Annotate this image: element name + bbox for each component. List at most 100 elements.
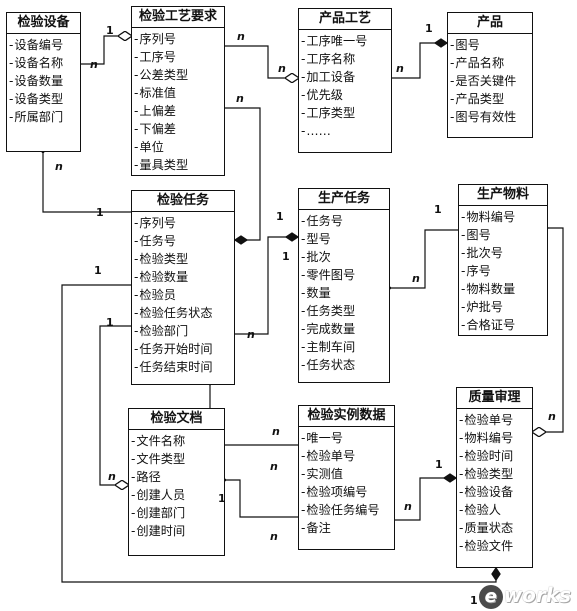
mult-label: n [270,530,278,543]
attr-list: 唯一号 检验单号 实测值 检验项编号 检验任务编号 备注 [299,427,394,537]
attr: 检验类型 [457,465,532,483]
attr: 量具类型 [132,156,224,174]
attr: 质量状态 [457,519,532,537]
link-material-quality [533,228,564,432]
attr: 检验设备 [457,483,532,501]
attr-list: 文件名称 文件类型 路径 创建人员 创建部门 创建时间 [129,430,224,540]
attr: 物料数量 [459,280,547,298]
attr: 设备数量 [7,72,80,90]
logo-text: works [503,583,571,607]
attr: 炉批号 [459,298,547,316]
link-instance-quality [395,473,458,521]
attr-list: 检验单号 物料编号 检验时间 检验类型 检验设备 检验人 质量状态 检验文件 [457,409,532,555]
attr: 检验单号 [299,447,394,465]
link-device-task [43,152,131,213]
entity-inspection-document[interactable]: 检验文档 文件名称 文件类型 路径 创建人员 创建部门 创建时间 [128,408,225,556]
mult-label: n [247,328,255,341]
attr: 检验人 [457,501,532,519]
attr: 所属部门 [7,108,80,126]
attr: 唯一号 [299,429,394,447]
attr: 合格证号 [459,316,547,334]
attr: 检验员 [132,286,234,304]
logo-mark: e [478,585,503,609]
mult-label: n [404,500,412,513]
mult-label: n [55,160,63,173]
attr: 检验数量 [132,268,234,286]
link-process-task [225,107,261,245]
attr: 批次 [299,248,389,266]
attr: 检验文件 [457,537,532,555]
entity-title: 产品 [448,13,532,34]
attr: 工序名称 [299,50,391,68]
attr: 创建时间 [129,522,224,540]
attr: 产品名称 [448,54,532,72]
attr-list: 序列号 任务号 检验类型 检验数量 检验员 检验任务状态 检验部门 任务开始时间… [132,212,234,376]
mult-label: n [270,460,278,473]
entity-product[interactable]: 产品 图号 产品名称 是否关键件 产品类型 图号有效性 [447,12,533,138]
mult-label: 1 [282,250,290,263]
attr: 文件名称 [129,432,224,450]
attr: 路径 [129,468,224,486]
attr: 任务号 [299,212,389,230]
mult-label: n [236,92,244,105]
attr: 设备名称 [7,54,80,72]
entity-product-craft[interactable]: 产品工艺 工序唯一号 工序名称 加工设备 优先级 工序类型 …… [298,8,392,153]
attr: 序列号 [132,214,234,232]
mult-label: 1 [106,24,114,37]
attr: 检验任务编号 [299,501,394,519]
attr: …… [299,122,391,140]
link-craft-product [392,38,449,79]
entity-inspection-instance-data[interactable]: 检验实例数据 唯一号 检验单号 实测值 检验项编号 检验任务编号 备注 [298,405,395,550]
link-task-quality-loop [61,284,501,583]
attr: 加工设备 [299,68,391,86]
attr: 任务状态 [299,356,389,374]
attr: 设备编号 [7,36,80,54]
attr: 物料编号 [459,208,547,226]
attr: 是否关键件 [448,72,532,90]
link-doc-instance [225,480,298,518]
mult-label: 1 [434,203,442,216]
attr: 批次号 [459,244,547,262]
entity-process-requirement[interactable]: 检验工艺要求 序列号 工序号 公差类型 标准值 上偏差 下偏差 单位 量具类型 [131,6,225,176]
entity-title: 质量审理 [457,388,532,409]
entity-production-task[interactable]: 生产任务 任务号 型号 批次 零件图号 数量 任务类型 完成数量 主制车间 任务… [298,188,390,383]
attr-list: 图号 产品名称 是否关键件 产品类型 图号有效性 [448,34,532,126]
attr: 工序类型 [299,104,391,122]
attr: 检验部门 [132,322,234,340]
attr-list: 序列号 工序号 公差类型 标准值 上偏差 下偏差 单位 量具类型 [132,28,224,174]
attr: 下偏差 [132,120,224,138]
link-task-prodtask [235,232,300,335]
attr: 图号 [459,226,547,244]
attr: 检验时间 [457,447,532,465]
attr: 零件图号 [299,266,389,284]
entity-quality-review[interactable]: 质量审理 检验单号 物料编号 检验时间 检验类型 检验设备 检验人 质量状态 检… [456,387,533,568]
entity-production-material[interactable]: 生产物料 物料编号 图号 批次号 序号 物料数量 炉批号 合格证号 [458,184,548,336]
entity-device[interactable]: 检验设备 设备编号 设备名称 设备数量 设备类型 所属部门 [6,12,81,152]
attr: 检验单号 [457,411,532,429]
mult-label: n [237,30,245,43]
mult-label: 1 [425,22,433,35]
attr: 设备类型 [7,90,80,108]
attr: 任务开始时间 [132,340,234,358]
attr: 工序号 [132,48,224,66]
entity-title: 检验工艺要求 [132,7,224,28]
attr: 产品类型 [448,90,532,108]
mult-label: 1 [96,206,104,219]
mult-label: n [108,470,116,483]
attr: 物料编号 [457,429,532,447]
link-device-process [81,36,131,65]
attr: 任务号 [132,232,234,250]
mult-label: 1 [106,316,114,329]
attr-list: 任务号 型号 批次 零件图号 数量 任务类型 完成数量 主制车间 任务状态 [299,210,389,374]
attr: 工序唯一号 [299,32,391,50]
attr-list: 物料编号 图号 批次号 序号 物料数量 炉批号 合格证号 [459,206,547,334]
attr: 单位 [132,138,224,156]
attr: 文件类型 [129,450,224,468]
entity-inspection-task[interactable]: 检验任务 序列号 任务号 检验类型 检验数量 检验员 检验任务状态 检验部门 任… [131,190,235,385]
mult-label: n [548,410,556,423]
mult-label: n [396,62,404,75]
attr: 备注 [299,519,394,537]
